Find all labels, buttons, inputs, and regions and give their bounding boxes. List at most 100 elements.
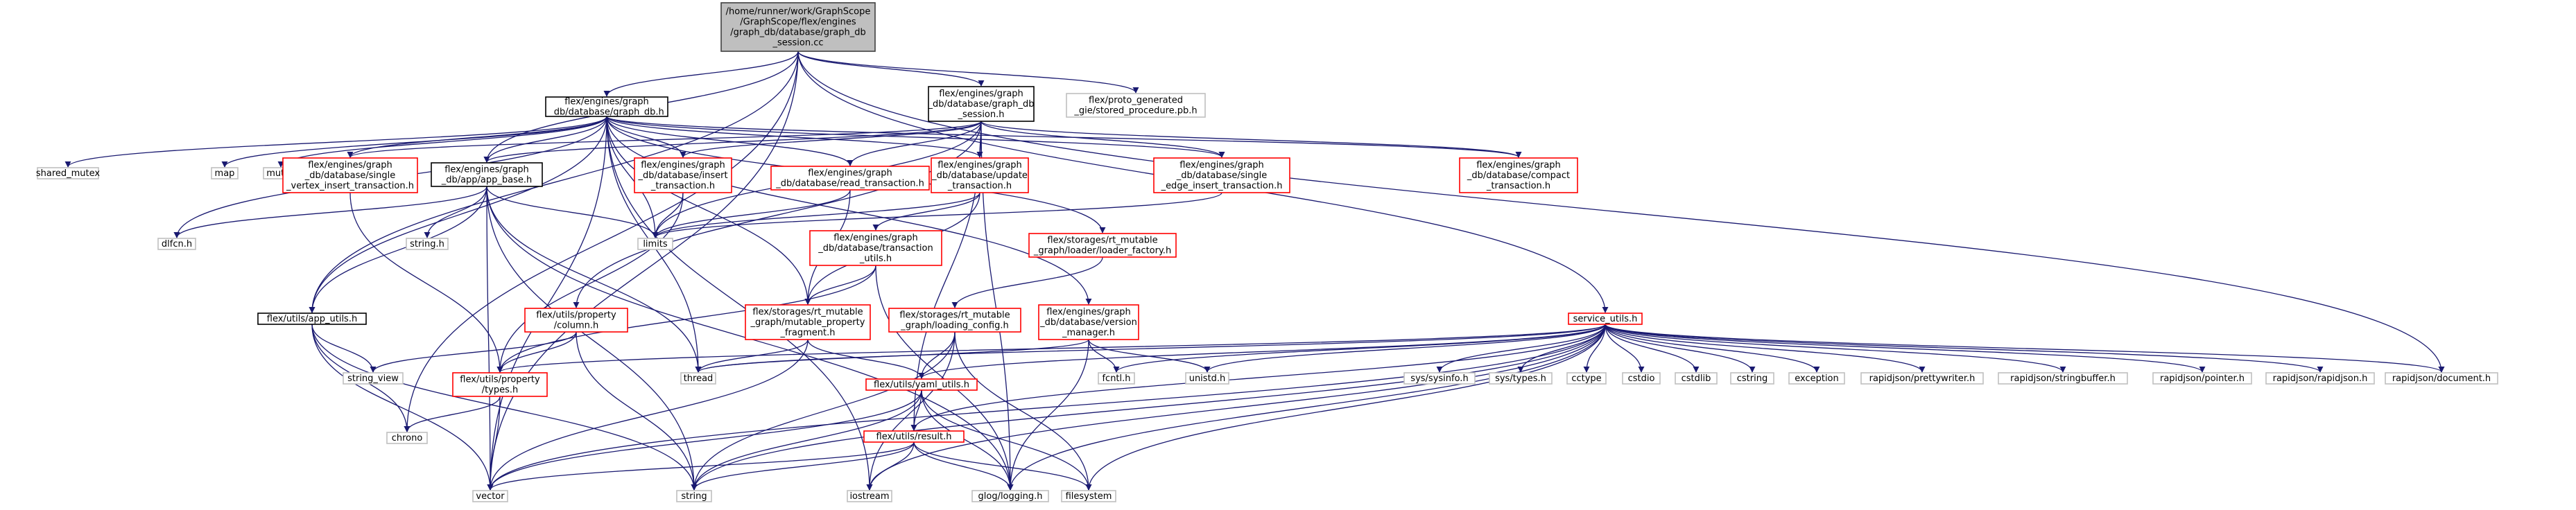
edge-app_utils_h-to-vector xyxy=(311,324,494,491)
edge-graph_db_h-to-insert_transaction xyxy=(606,116,686,158)
node-label-line: flex/engines/graph xyxy=(1476,160,1561,170)
node-box xyxy=(1998,372,2128,385)
edge-service_utils_h-to-cstdlib xyxy=(1605,324,1700,373)
edge-single_edge_insert-to-limits xyxy=(652,192,1222,238)
edge-graph_db_h-to-mutable_property_fragment xyxy=(606,116,811,305)
node-label-line: flex/engines/graph xyxy=(1046,307,1131,317)
node-transaction-utils[interactable]: flex/engines/graph_db/database/transacti… xyxy=(809,230,942,266)
node-label-line: map xyxy=(215,168,235,179)
edge-app_utils_h-to-string_view xyxy=(311,324,377,373)
node-mutable-property-fragment[interactable]: flex/storages/rt_mutable_graph/mutable_p… xyxy=(745,304,871,340)
node-app-base-h[interactable]: flex/engines/graph_db/app/app_base.h xyxy=(431,162,543,187)
node-box xyxy=(637,238,673,250)
node-graph-db-h[interactable]: flex/engines/graph_db/database/graph_db.… xyxy=(545,96,668,118)
edge-service_utils_h-to-glog xyxy=(1007,324,1606,491)
node-compact-transaction[interactable]: flex/engines/graph_db/database/compact_t… xyxy=(1459,157,1578,193)
node-insert-transaction[interactable]: flex/engines/graph_db/database/insert_tr… xyxy=(634,157,732,193)
node-label-line: flex/engines/graph xyxy=(833,233,918,243)
node-box xyxy=(931,157,1029,193)
node-string-h: string.h xyxy=(406,238,449,250)
node-label-line: _db/database/insert xyxy=(637,170,727,181)
node-box xyxy=(1489,372,1553,385)
node-label-line: flex/utils/yaml_utils.h xyxy=(874,380,969,390)
node-property-types[interactable]: flex/utils/property/types.h xyxy=(452,372,548,397)
node-single-vertex-insert[interactable]: flex/engines/graph_db/database/single_ve… xyxy=(282,157,418,193)
node-label-line: /GraphScope/flex/engines xyxy=(740,17,856,28)
edge-result_h-to-filesystem xyxy=(913,441,1092,491)
edge-mutable_property_fragment-to-vector xyxy=(487,339,809,491)
edge-property_column-to-property_types xyxy=(496,331,577,373)
edge-yaml_utils-to-filesystem xyxy=(921,389,1092,491)
node-shared-mutex: shared_mutex xyxy=(36,167,100,179)
node-version-manager[interactable]: flex/engines/graph_db/database/version_m… xyxy=(1038,304,1139,340)
node-loader-factory[interactable]: flex/storages/rt_mutable_graph/loader/lo… xyxy=(1028,233,1177,258)
node-box xyxy=(343,372,404,385)
node-label-line: thread xyxy=(684,373,714,384)
node-box xyxy=(634,157,732,193)
node-property-column[interactable]: flex/utils/property/column.h xyxy=(524,308,628,333)
node-box xyxy=(37,167,99,179)
node-systypes-h: sys/types.h xyxy=(1489,372,1553,385)
node-yaml-utils[interactable]: flex/utils/yaml_utils.h xyxy=(865,378,978,391)
node-stored-procedure-pb: flex/proto_generated_gie/stored_procedur… xyxy=(1066,93,1206,118)
node-string-view: string_view xyxy=(343,372,404,385)
node-label-line: string xyxy=(681,491,707,502)
edge-transaction_utils-to-property_types xyxy=(496,265,876,373)
node-box xyxy=(676,490,712,502)
edge-service_utils_h-to-stringbuffer xyxy=(1605,324,2066,373)
node-box xyxy=(971,490,1049,502)
node-read-transaction[interactable]: flex/engines/graph_db/database/read_tran… xyxy=(770,166,930,191)
node-label-line: rapidjson/pointer.h xyxy=(2160,373,2245,384)
node-string: string xyxy=(676,490,712,502)
node-label-line: exception xyxy=(1795,373,1839,384)
node-app-utils-h[interactable]: flex/utils/app_utils.h xyxy=(257,313,367,325)
edge-app_base_h-to-string_h xyxy=(424,186,487,238)
edge-loading_config-to-string xyxy=(691,331,956,491)
node-label-line: rapidjson/rapidjson.h xyxy=(2273,373,2368,384)
edge-result_h-to-glog xyxy=(913,441,1014,491)
node-box xyxy=(720,2,876,52)
node-label-line: vector xyxy=(476,491,505,502)
node-root[interactable]: /home/runner/work/GraphScope/GraphScope/… xyxy=(720,2,876,52)
node-label-line: flex/engines/graph xyxy=(308,160,392,170)
edge-service_utils_h-to-prettywriter xyxy=(1605,324,1926,373)
edge-loading_config-to-filesystem xyxy=(954,331,1092,491)
edge-graph_db_session_h-to-app_base_h xyxy=(483,121,982,163)
node-label-line: limits xyxy=(643,239,668,249)
edge-single_vertex_insert-to-property_types xyxy=(349,192,503,373)
node-stringbuffer: rapidjson/stringbuffer.h xyxy=(1998,372,2128,385)
node-box xyxy=(1028,233,1177,258)
node-label-line: flex/utils/result.h xyxy=(876,432,952,442)
node-box xyxy=(406,238,449,250)
node-service-utils-h[interactable]: service_utils.h xyxy=(1568,313,1643,325)
edge-app_utils_h-to-string xyxy=(311,324,698,491)
node-box xyxy=(1038,304,1139,340)
node-exception: exception xyxy=(1788,372,1845,385)
node-single-edge-insert[interactable]: flex/engines/graph_db/database/single_ed… xyxy=(1153,157,1290,193)
node-box xyxy=(1459,157,1578,193)
edge-service_utils_h-to-iostream xyxy=(866,324,1606,491)
edge-service_utils_h-to-rapidjson_h xyxy=(1605,324,2324,373)
node-label-line: unistd.h xyxy=(1189,373,1226,384)
node-label-line: _db/database/compact xyxy=(1467,170,1570,181)
node-cctype: cctype xyxy=(1566,372,1607,385)
node-box xyxy=(1566,372,1607,385)
node-label-line: rapidjson/document.h xyxy=(2392,373,2491,384)
node-label-line: sys/types.h xyxy=(1495,373,1546,384)
edge-service_utils_h-to-pointer_h xyxy=(1605,324,2206,373)
node-label-line: rapidjson/prettywriter.h xyxy=(1869,373,1976,384)
node-label-line: _transaction.h xyxy=(947,181,1012,191)
node-update-transaction[interactable]: flex/engines/graph_db/database/update_tr… xyxy=(931,157,1029,193)
edge-root-to-vector xyxy=(487,51,799,491)
node-box xyxy=(745,304,871,340)
edge-root-to-document_h xyxy=(797,51,2445,373)
node-label-line: glog/logging.h xyxy=(978,491,1043,502)
node-loading-config[interactable]: flex/storages/rt_mutable_graph/loading_c… xyxy=(888,308,1021,333)
edge-graph_db_h-to-limits xyxy=(606,116,659,238)
node-box xyxy=(888,308,1021,333)
node-result-h[interactable]: flex/utils/result.h xyxy=(863,430,965,443)
node-graph-db-session-h[interactable]: flex/engines/graph_db/database/graph_db_… xyxy=(927,86,1035,122)
node-unistd-h: unistd.h xyxy=(1185,372,1229,385)
edge-app_base_h-to-limits xyxy=(486,186,659,238)
edge-graph_db_h-to-app_base_h xyxy=(483,116,607,163)
